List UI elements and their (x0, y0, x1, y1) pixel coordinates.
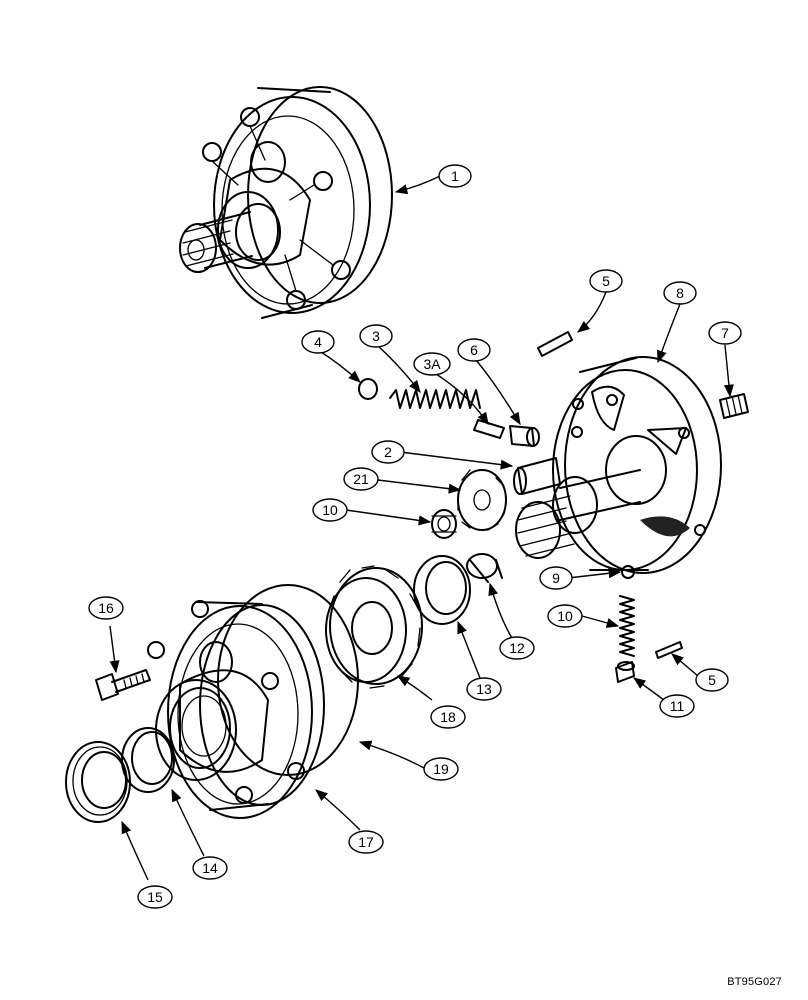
callout-16-label: 16 (98, 600, 114, 616)
plate-with-shaft-part (515, 356, 722, 574)
figure-code: BT95G027 (727, 976, 782, 988)
pump-assembly-part (179, 86, 393, 319)
gear-21-part (457, 469, 507, 531)
callout-18-label: 18 (440, 709, 456, 725)
dowel-5b-part (655, 641, 683, 659)
bolt-16-part (95, 669, 151, 701)
fitting-7-part (719, 393, 749, 419)
callout-1: 1 (438, 164, 472, 188)
callout-6: 6 (457, 338, 491, 362)
callout-2-label: 2 (384, 444, 392, 460)
callout-3a: 3A (413, 352, 451, 376)
plug-4-part (358, 378, 378, 400)
o-ring-19-part (217, 584, 359, 776)
callout-18: 18 (430, 705, 466, 729)
callout-10-right: 10 (547, 604, 583, 628)
plug-6-part (509, 425, 540, 447)
callout-11: 11 (659, 694, 695, 718)
plug-11-part (615, 661, 635, 683)
ball-9-part (621, 565, 635, 579)
callout-12: 12 (499, 636, 535, 660)
dowel-5-part (537, 331, 573, 357)
callout-5-top: 5 (589, 269, 623, 293)
gear-18-part (325, 565, 423, 689)
callout-16: 16 (88, 596, 124, 620)
callout-9: 9 (539, 566, 573, 590)
spring-10-part (619, 595, 635, 657)
callout-21: 21 (343, 467, 379, 491)
callout-5-bottom-label: 5 (708, 672, 716, 688)
callout-19-label: 19 (433, 761, 449, 777)
seal-15-part (65, 741, 131, 823)
needle-bearing-10-part (431, 509, 457, 539)
callout-17: 17 (348, 830, 384, 854)
callout-14-label: 14 (202, 860, 218, 876)
housing-17-part (147, 600, 325, 819)
callout-15-label: 15 (147, 889, 163, 905)
callout-19: 19 (423, 757, 459, 781)
callout-7: 7 (708, 321, 742, 345)
callout-5-bottom: 5 (695, 668, 729, 692)
callout-9-label: 9 (552, 570, 560, 586)
callout-13-label: 13 (476, 681, 492, 697)
leader-lines (109, 175, 734, 881)
callout-3a-label: 3A (423, 356, 441, 372)
callout-2: 2 (371, 440, 405, 464)
callout-21-label: 21 (353, 471, 369, 487)
callout-3: 3 (359, 324, 393, 348)
callout-6-label: 6 (470, 342, 478, 358)
callout-1-label: 1 (451, 168, 459, 184)
spring-3-part (389, 389, 481, 409)
callout-5-top-label: 5 (602, 273, 610, 289)
callout-12-label: 12 (509, 640, 525, 656)
callout-14: 14 (192, 856, 228, 880)
callout-4-label: 4 (314, 334, 322, 350)
callout-8: 8 (663, 281, 697, 305)
callout-17-label: 17 (358, 834, 374, 850)
callout-4: 4 (301, 330, 335, 354)
callout-8-label: 8 (676, 285, 684, 301)
pin-3a-part (473, 419, 505, 439)
callout-10-right-label: 10 (557, 608, 573, 624)
callout-10-left-label: 10 (322, 502, 338, 518)
callout-13: 13 (466, 677, 502, 701)
ring-13-part (413, 555, 471, 625)
callout-3-label: 3 (372, 328, 380, 344)
bushing-12-part (466, 553, 503, 583)
callout-10-left: 10 (312, 498, 348, 522)
callout-7-label: 7 (721, 325, 729, 341)
sleeve-2-part (513, 457, 561, 495)
callout-15: 15 (137, 885, 173, 909)
callout-11-label: 11 (670, 698, 685, 714)
